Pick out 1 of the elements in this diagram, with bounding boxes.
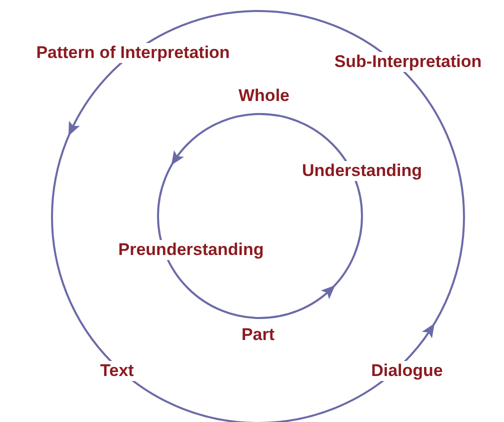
concept-label: Text <box>97 361 137 381</box>
